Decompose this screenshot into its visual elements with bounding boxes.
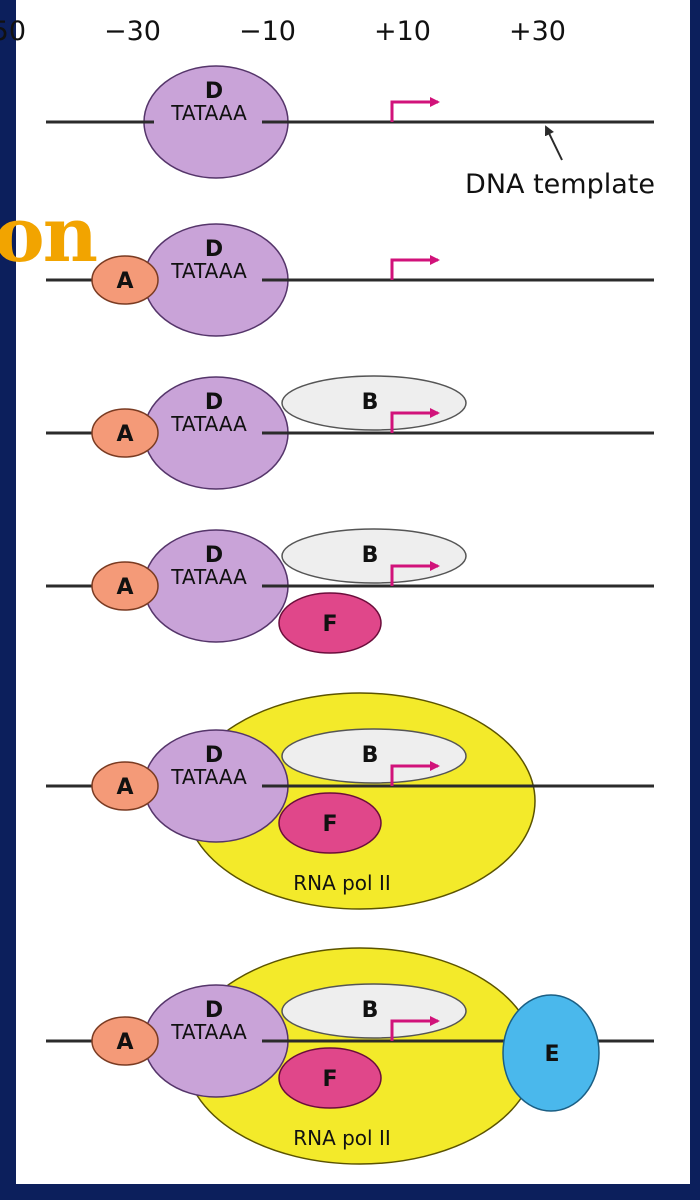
tfiib-oval: [281, 728, 467, 784]
tfiif-label: F: [322, 812, 337, 837]
tfiid-label: D: [205, 743, 223, 768]
tfiib-label: B: [362, 998, 379, 1023]
transcription-start-arrow: [390, 761, 440, 786]
axis-tick-label: −50: [0, 16, 26, 47]
tfiif-label: F: [322, 1067, 337, 1092]
tata-box-label: TATAAA: [170, 412, 247, 436]
tfiif-label: F: [322, 612, 337, 637]
tfiia-oval: [91, 561, 159, 611]
tfiib-label: B: [362, 390, 379, 415]
tfiib-oval: [281, 528, 467, 584]
rna-pol-ii-label: RNA pol II: [293, 1126, 391, 1150]
transcription-start-arrow: [390, 408, 440, 433]
tfiif-oval: [278, 1047, 382, 1109]
tata-box-label: TATAAA: [170, 565, 247, 589]
transcription-start-arrow: [390, 255, 440, 280]
tfiia-label: A: [116, 775, 133, 800]
tfiib-oval: [281, 983, 467, 1039]
tfiia-label: A: [116, 269, 133, 294]
tfiia-oval: [91, 761, 159, 811]
axis-tick-label: +10: [374, 16, 431, 47]
axis-tick-label: −30: [104, 16, 161, 47]
dna-template-pointer: [544, 125, 563, 161]
tfiib-label: B: [362, 543, 379, 568]
tfiif-oval: [278, 792, 382, 854]
tfiid-label: D: [205, 79, 223, 104]
tfiid-label: D: [205, 998, 223, 1023]
tfiia-oval: [91, 1016, 159, 1066]
axis-tick-label: −10: [239, 16, 296, 47]
tfiif-oval: [278, 592, 382, 654]
slide-title-fragment: on: [0, 190, 98, 279]
tfiie-label: E: [544, 1042, 559, 1067]
tata-box-label: TATAAA: [170, 765, 247, 789]
tata-box-label: TATAAA: [170, 1020, 247, 1044]
slide-frame-bottom: [0, 1184, 700, 1200]
rna-pol-ii-label: RNA pol II: [293, 871, 391, 895]
transcription-start-arrow: [390, 97, 440, 122]
tfiia-oval: [91, 408, 159, 458]
tfiib-oval: [281, 375, 467, 431]
position-axis: −50 −30 −10 +10 +30: [0, 16, 566, 47]
tfiid-label: D: [205, 543, 223, 568]
transcription-start-arrow: [390, 1016, 440, 1041]
tfiid-label: D: [205, 237, 223, 262]
tfiia-label: A: [116, 422, 133, 447]
tfiib-label: B: [362, 743, 379, 768]
axis-tick-label: +30: [509, 16, 566, 47]
tfiia-label: A: [116, 1030, 133, 1055]
tata-box-label: TATAAA: [170, 259, 247, 283]
dna-template-label: DNA template: [465, 169, 655, 200]
slide-frame-right: [690, 0, 700, 1200]
tfiie-oval: [502, 994, 600, 1112]
tfiid-label: D: [205, 390, 223, 415]
tfiia-label: A: [116, 575, 133, 600]
slide-frame-left: [0, 0, 16, 1200]
tata-box-label: TATAAA: [170, 101, 247, 125]
tfiia-oval: [91, 255, 159, 305]
transcription-start-arrow: [390, 561, 440, 586]
